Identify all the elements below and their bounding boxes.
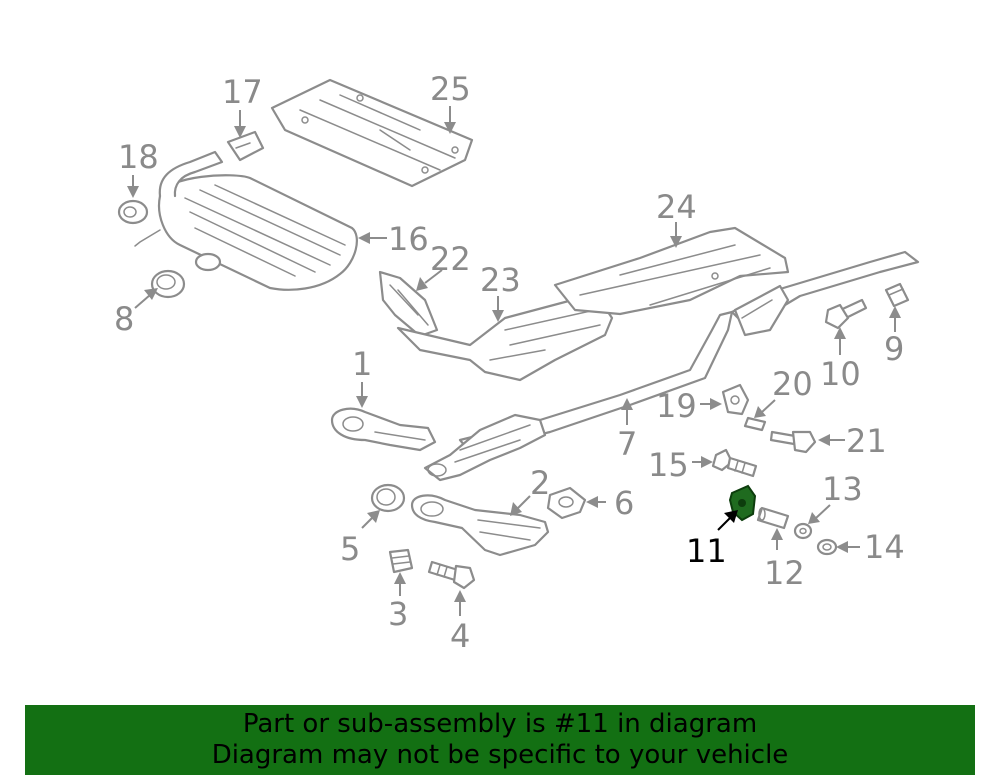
part-8-insulator[interactable]: [150, 269, 186, 299]
part-front-converter[interactable]: [423, 413, 547, 482]
callout-21: 21: [846, 422, 887, 460]
part-9-spring[interactable]: [884, 282, 910, 308]
callout-24: 24: [656, 188, 697, 226]
part-19-flange[interactable]: [721, 383, 750, 416]
part-14-washer[interactable]: [816, 538, 838, 556]
callout-18: 18: [118, 138, 159, 176]
part-13-washer[interactable]: [793, 522, 813, 540]
part-25-heat-shield[interactable]: [270, 78, 474, 188]
part-5-gasket[interactable]: [370, 483, 406, 513]
callout-11: 11: [686, 532, 727, 570]
part-16-muffler[interactable]: [134, 150, 358, 291]
part-15-bolt[interactable]: [711, 448, 758, 478]
part-3-sleeve[interactable]: [388, 548, 414, 574]
callout-4: 4: [450, 617, 470, 655]
callout-10: 10: [820, 355, 861, 393]
callout-labels: 17 25 18 16 8 22 23 24 1 7 10 9 19 20 21…: [114, 70, 905, 655]
callout-20: 20: [772, 365, 813, 403]
callout-6: 6: [614, 484, 634, 522]
banner-line-2: Diagram may not be specific to your vehi…: [211, 740, 789, 770]
part-2-catalytic-converter[interactable]: [410, 494, 550, 557]
callout-23: 23: [480, 261, 521, 299]
callout-12: 12: [764, 554, 805, 592]
callout-22: 22: [430, 240, 471, 278]
part-24-heat-shield[interactable]: [553, 226, 790, 316]
part-23-center-converter[interactable]: [396, 296, 614, 382]
part-17-hanger[interactable]: [226, 130, 265, 162]
part-6-gasket[interactable]: [546, 486, 587, 520]
part-4-bolt[interactable]: [427, 560, 476, 590]
part-1-exhaust-pipe[interactable]: [330, 407, 437, 452]
leader-lines: [127, 106, 901, 616]
part-18-insulator[interactable]: [117, 199, 149, 225]
callout-15: 15: [648, 446, 689, 484]
banner-line-1: Part or sub-assembly is #11 in diagram: [242, 709, 758, 739]
callout-1: 1: [352, 345, 372, 383]
part-22-bracket[interactable]: [378, 270, 439, 338]
part-12-sleeve[interactable]: [756, 506, 790, 530]
callout-17: 17: [222, 73, 263, 111]
info-banner: Part or sub-assembly is #11 in diagram D…: [25, 705, 975, 775]
callout-14: 14: [864, 528, 905, 566]
callout-7: 7: [617, 425, 637, 463]
callout-3: 3: [388, 595, 408, 633]
callout-8: 8: [114, 300, 134, 338]
callout-19: 19: [656, 387, 697, 425]
callout-13: 13: [822, 470, 863, 508]
part-21-bolt[interactable]: [769, 430, 817, 454]
exhaust-system-diagram: 17 25 18 16 8 22 23 24 1 7 10 9 19 20 21…: [114, 70, 920, 655]
callout-5: 5: [340, 530, 360, 568]
callout-9: 9: [884, 330, 904, 368]
part-20-pin[interactable]: [743, 416, 767, 432]
part-10-bolt[interactable]: [824, 298, 868, 330]
callout-25: 25: [430, 70, 471, 108]
callout-16: 16: [388, 220, 429, 258]
callout-2: 2: [530, 464, 550, 502]
